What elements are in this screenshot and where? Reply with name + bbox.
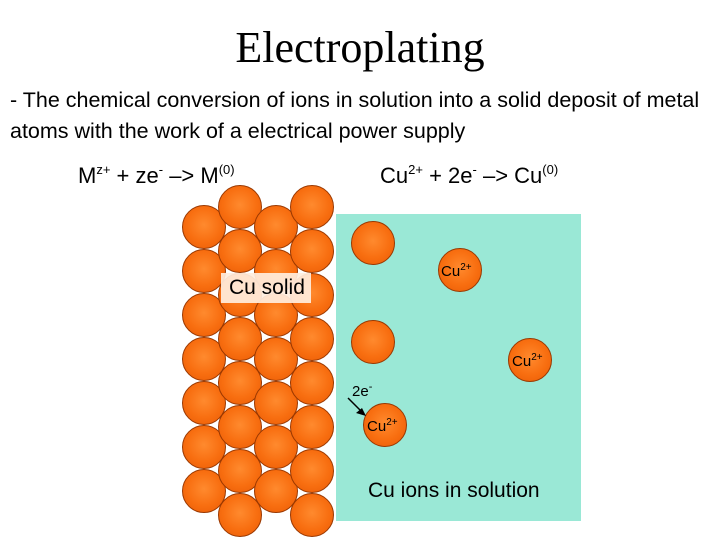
copper-ion — [363, 403, 407, 447]
copper-atom — [218, 449, 262, 493]
page-title: Electroplating — [235, 23, 485, 72]
electron-label: 2e- — [352, 381, 373, 400]
copper-atom — [290, 361, 334, 405]
copper-ion-label: Cu2+ — [512, 352, 543, 370]
deposited-copper-atom — [351, 320, 395, 364]
copper-atom — [218, 493, 262, 537]
copper-atom — [290, 493, 334, 537]
copper-atom — [218, 229, 262, 273]
description: - The chemical conversion of ions in sol… — [10, 88, 700, 143]
solid-label: Cu solid — [221, 273, 311, 303]
copper-atom — [290, 185, 334, 229]
copper-ion-label: Cu2+ — [367, 417, 398, 435]
copper-atom — [290, 449, 334, 493]
copper-atom — [290, 405, 334, 449]
copper-ion — [438, 248, 482, 292]
copper-ion-label: Cu2+ — [441, 262, 472, 280]
copper-ion — [508, 338, 552, 382]
copper-equation: Cu2+ + 2e- –> Cu(0) — [380, 162, 559, 188]
deposited-copper-atom — [351, 221, 395, 265]
copper-atom — [290, 317, 334, 361]
copper-atom — [290, 229, 334, 273]
solution-label: Cu ions in solution — [368, 479, 540, 502]
general-equation: Mz+ + ze- –> M(0) — [78, 162, 235, 188]
